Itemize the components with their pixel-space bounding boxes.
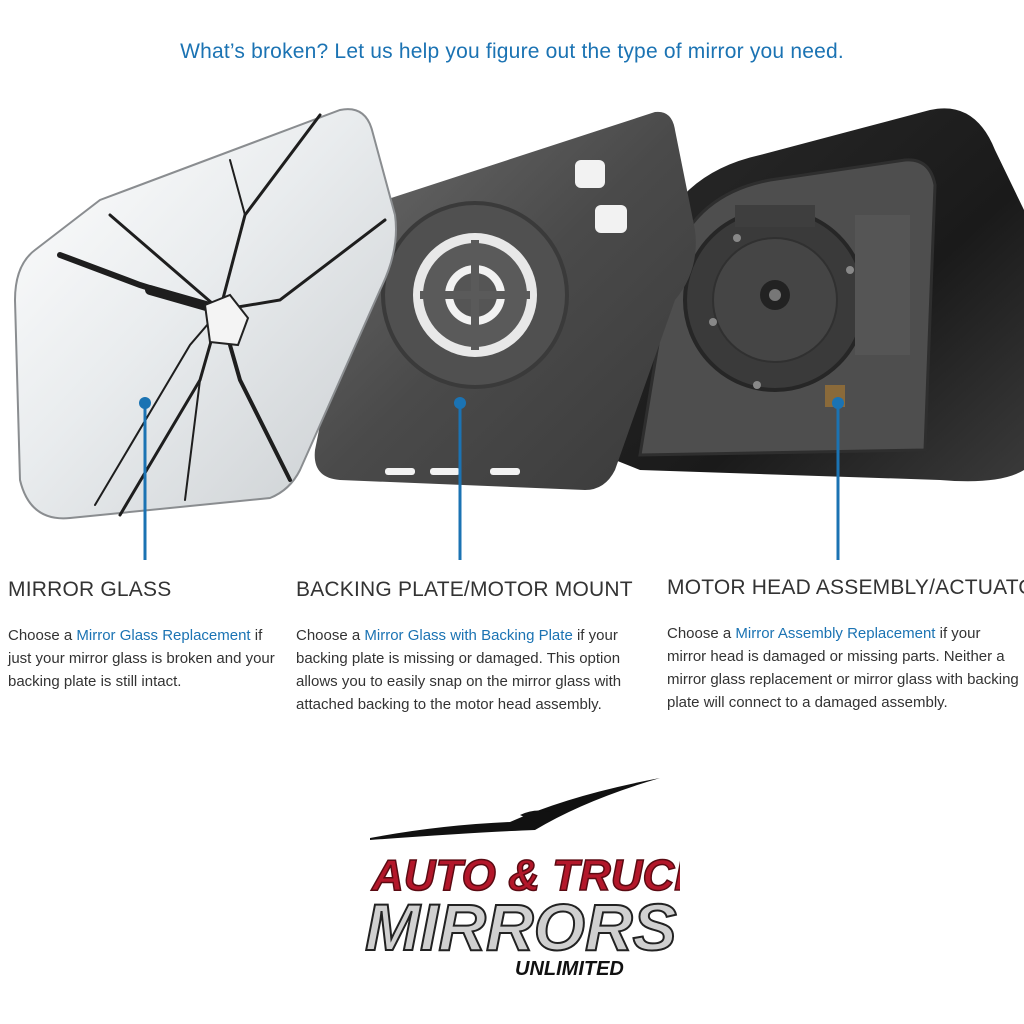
pointer-backing-plate (454, 397, 466, 560)
mirror-glass-description: Choose a Mirror Glass Replacement if jus… (8, 624, 283, 693)
backing-plate-description: Choose a Mirror Glass with Backing Plate… (296, 624, 631, 716)
auto-truck-mirrors-logo: AUTO & TRUCK MIRRORS UNLIMITED (364, 778, 680, 980)
motor-head-title: MOTOR HEAD ASSEMBLY/ACTUATOR (667, 576, 1024, 599)
description-prefix: Choose a (667, 625, 736, 642)
backing-plate-title: BACKING PLATE/MOTOR MOUNT (296, 578, 633, 601)
mirror-glass-image (13, 108, 397, 520)
mirror-glass-section: MIRROR GLASS Choose a Mirror Glass Repla… (8, 578, 283, 693)
backing-plate-image (314, 111, 696, 491)
mirror-assembly-replacement-link[interactable]: Mirror Assembly Replacement (735, 625, 936, 642)
mirror-glass-title: MIRROR GLASS (8, 578, 172, 601)
logo-line3: UNLIMITED (515, 958, 624, 980)
description-suffix: if your mirror head is damaged or missin… (667, 625, 1019, 711)
description-suffix: if your backing plate is missing or dama… (296, 627, 622, 713)
backing-plate-section: BACKING PLATE/MOTOR MOUNT Choose a Mirro… (296, 578, 633, 716)
logo-line1: AUTO & TRUCK (371, 851, 680, 900)
mirror-glass-replacement-link[interactable]: Mirror Glass Replacement (76, 627, 251, 644)
logo-line2: MIRRORS (365, 890, 677, 964)
page-headline: What’s broken? Let us help you figure ou… (180, 40, 844, 63)
mirror-components-illustration (13, 108, 1024, 560)
mirror-glass-with-backing-plate-link[interactable]: Mirror Glass with Backing Plate (364, 627, 573, 644)
description-suffix: if just your mirror glass is broken and … (8, 627, 275, 690)
pointer-mirror-glass (139, 397, 151, 560)
pointer-motor-head (832, 397, 844, 560)
motor-head-section: MOTOR HEAD ASSEMBLY/ACTUATOR Choose a Mi… (667, 576, 1024, 714)
motor-head-description: Choose a Mirror Assembly Replacement if … (667, 622, 1019, 714)
description-prefix: Choose a (296, 627, 365, 644)
description-prefix: Choose a (8, 627, 77, 644)
